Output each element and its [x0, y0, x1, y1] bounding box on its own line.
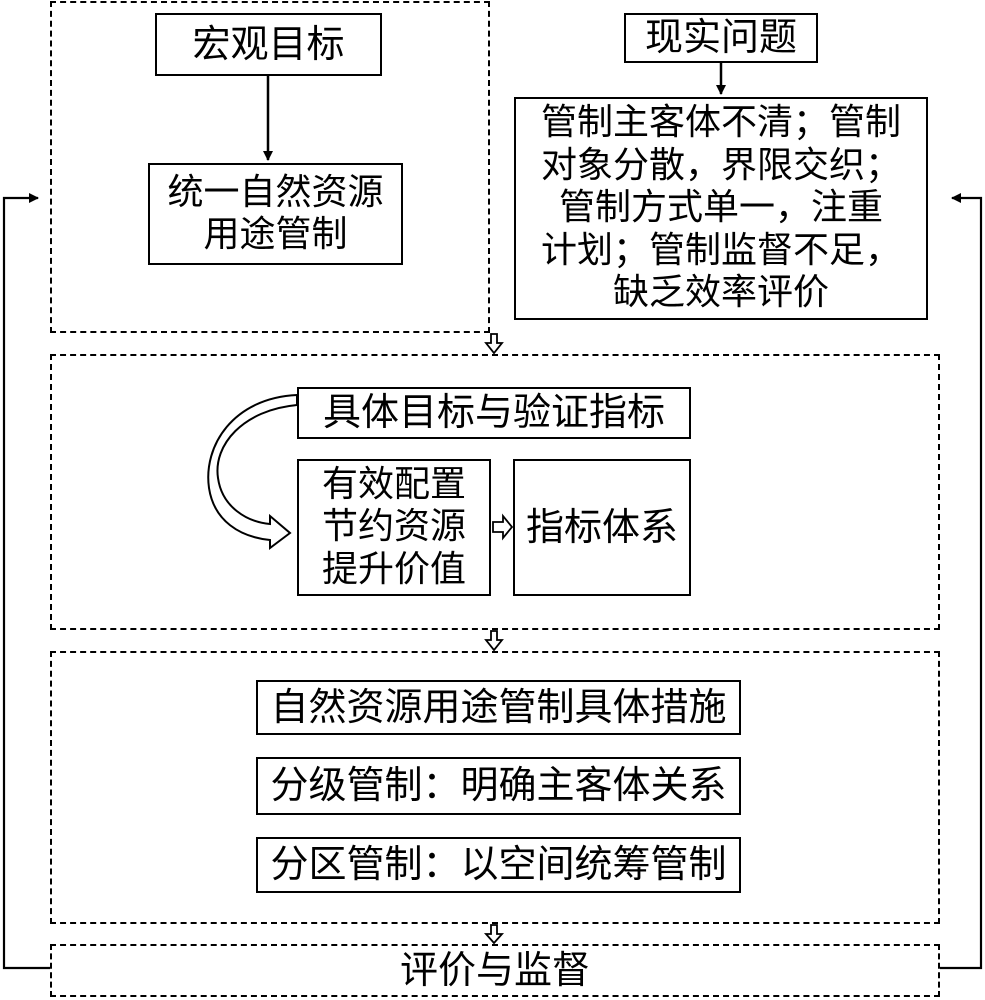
left-feedback-line — [2, 193, 50, 970]
hollow-down-arrow-1 — [484, 333, 504, 355]
measures-title-box: 自然资源用途管制具体措施 — [256, 680, 741, 735]
objective-line-1: 有效配置 — [321, 463, 466, 505]
specific-goals-box: 具体目标与验证指标 — [297, 387, 691, 439]
evaluation-group — [50, 944, 940, 997]
evaluation-box: 评价与监督 — [52, 946, 938, 995]
measures-title-label: 自然资源用途管制具体措施 — [270, 684, 727, 729]
hollow-down-arrow-3 — [483, 924, 505, 945]
objectives-box: 有效配置 节约资源 提升价值 — [297, 459, 491, 596]
macro-goal-box: 宏观目标 — [155, 13, 382, 76]
right-feedback-line — [940, 193, 983, 970]
unified-control-line-1: 统一自然资源 — [167, 171, 384, 213]
macro-goal-group — [50, 1, 490, 333]
zoned-control-box: 分区管制：以空间统筹管制 — [256, 837, 741, 893]
graded-control-box: 分级管制：明确主客体关系 — [256, 757, 741, 815]
problem-line-2: 对象分散，界限交织； — [540, 144, 901, 186]
problem-line-3: 管制方式单一，注重 — [558, 187, 883, 229]
specific-goals-group — [50, 354, 940, 630]
unified-control-box: 统一自然资源 用途管制 — [148, 163, 403, 265]
objective-line-2: 节约资源 — [321, 506, 466, 548]
unified-control-line-2: 用途管制 — [203, 214, 348, 255]
specific-goals-label: 具体目标与验证指标 — [322, 390, 665, 435]
evaluation-label: 评价与监督 — [399, 947, 590, 992]
indicator-system-label: 指标体系 — [525, 504, 678, 549]
real-problems-box: 现实问题 — [624, 13, 818, 63]
hollow-down-arrow-2 — [484, 630, 504, 652]
graded-control-label: 分级管制：明确主客体关系 — [270, 763, 727, 808]
problems-detail-text: 管制主客体不清；管制 对象分散，界限交织； 管制方式单一，注重 计划；管制监督不… — [541, 102, 901, 314]
problem-line-4: 计划；管制监督不足， — [540, 229, 901, 271]
objective-line-3: 提升价值 — [321, 548, 466, 590]
problems-detail-box: 管制主客体不清；管制 对象分散，界限交织； 管制方式单一，注重 计划；管制监督不… — [514, 97, 928, 320]
problem-line-1: 管制主客体不清；管制 — [540, 102, 901, 144]
problem-line-5: 缺乏效率评价 — [612, 272, 829, 314]
objectives-text: 有效配置 节约资源 提升价值 — [322, 464, 466, 591]
macro-goal-label: 宏观目标 — [192, 21, 345, 66]
unified-control-text: 统一自然资源 用途管制 — [167, 172, 383, 257]
indicator-system-box: 指标体系 — [513, 459, 691, 596]
real-problems-label: 现实问题 — [644, 15, 797, 60]
measures-group — [50, 651, 940, 924]
zoned-control-label: 分区管制：以空间统筹管制 — [270, 842, 727, 887]
